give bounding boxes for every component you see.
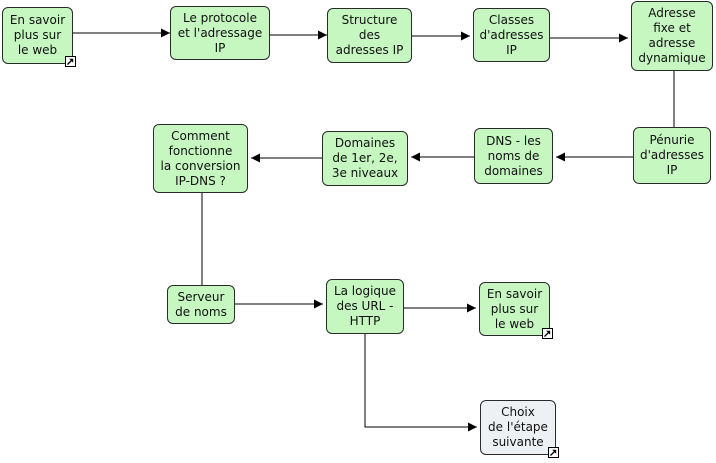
- node-penurie[interactable]: Pénurie d'adresses IP: [633, 127, 711, 184]
- node-label: Le protocole et l'adressage IP: [177, 10, 263, 55]
- node-classes[interactable]: Classes d'adresses IP: [473, 8, 550, 62]
- node-protocole[interactable]: Le protocole et l'adressage IP: [170, 6, 270, 60]
- node-label: Domaines de 1er, 2e, 3e niveaux: [331, 136, 399, 180]
- node-structure[interactable]: Structure des adresses IP: [327, 8, 412, 63]
- node-dns[interactable]: DNS - les noms de domaines: [474, 128, 553, 184]
- node-label: Comment fonctionne la conversion IP-DNS …: [160, 128, 241, 188]
- shortcut-arrow-icon[interactable]: [65, 56, 76, 67]
- node-domaines[interactable]: Domaines de 1er, 2e, 3e niveaux: [322, 131, 408, 186]
- shortcut-arrow-icon[interactable]: [542, 328, 553, 339]
- node-web1[interactable]: En savoir plus sur le web: [2, 7, 73, 64]
- node-label: En savoir plus sur le web: [486, 286, 543, 331]
- node-serveur[interactable]: Serveur de noms: [167, 285, 235, 324]
- node-label: Structure des adresses IP: [335, 13, 404, 57]
- node-label: DNS - les noms de domaines: [484, 133, 543, 178]
- node-adresse[interactable]: Adresse fixe et adresse dynamique: [631, 1, 713, 71]
- node-label: Serveur de noms: [175, 289, 227, 319]
- node-label: En savoir plus sur le web: [9, 13, 66, 57]
- node-label: La logique des URL - HTTP: [333, 284, 397, 328]
- node-label: Pénurie d'adresses IP: [639, 133, 705, 177]
- node-conversion[interactable]: Comment fonctionne la conversion IP-DNS …: [153, 124, 248, 193]
- node-label: Choix de l'étape suivante: [488, 405, 548, 449]
- shortcut-arrow-icon[interactable]: [548, 447, 559, 458]
- node-logique[interactable]: La logique des URL - HTTP: [326, 279, 404, 334]
- node-label: Classes d'adresses IP: [479, 12, 544, 57]
- node-web2[interactable]: En savoir plus sur le web: [479, 282, 550, 336]
- node-choix[interactable]: Choix de l'étape suivante: [480, 400, 556, 455]
- node-label: Adresse fixe et adresse dynamique: [638, 6, 706, 65]
- edge-logique-to-choix: [364, 334, 477, 432]
